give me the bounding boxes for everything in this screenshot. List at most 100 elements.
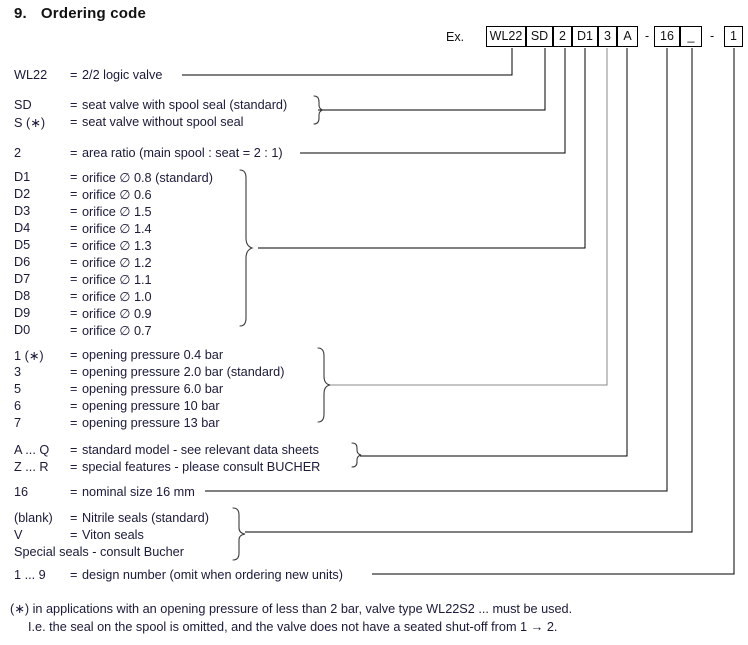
list-item: 3 = opening pressure 2.0 bar (standard) [14,365,284,435]
code-box-orifice[interactable]: D1 [572,26,598,47]
row-key: A ... Q [14,443,50,457]
row-value: Special seals - consult Bucher [14,545,184,559]
row-value: opening pressure 2.0 bar (standard) [82,365,285,379]
row-value: area ratio (main spool : seat = 2 : 1) [82,146,283,160]
list-item: A ... Q = standard model - see relevant … [14,443,319,513]
list-item: 2 = area ratio (main spool : seat = 2 : … [14,146,283,216]
row-eq: = [70,98,78,112]
code-box-area-ratio[interactable]: 2 [553,26,572,47]
row-eq: = [70,272,78,286]
row-value: standard model - see relevant data sheet… [82,443,319,457]
row-key: (blank) [14,511,53,525]
row-eq: = [70,187,78,201]
code-box-nominal-size[interactable]: 16 [654,26,680,47]
page-title: 9.Ordering code [14,5,146,22]
list-item: D0 = orifice ∅ 0.7 [14,323,152,393]
row-eq: = [70,238,78,252]
row-eq: = [70,443,78,457]
row-key: 5 [14,382,22,396]
code-box-seat-valve[interactable]: SD [526,26,553,47]
list-item: S (∗) = seat valve without spool seal [14,115,244,185]
row-value: orifice ∅ 1.1 [82,273,152,287]
row-eq: = [70,323,78,337]
list-item: 6 = opening pressure 10 bar [14,399,220,469]
list-item: SD = seat valve with spool seal (standar… [14,98,287,168]
row-eq: = [70,204,78,218]
code-box-seals[interactable]: _ [680,26,702,47]
footnote-line-1: (∗) in applications with an opening pres… [10,602,573,616]
row-key: D3 [14,204,31,218]
footnote-line-2: I.e. the seal on the spool is omitted, a… [28,620,558,634]
list-item: D5 = orifice ∅ 1.3 [14,238,152,308]
code-box-design-number[interactable]: 1 [724,26,743,47]
row-key: D6 [14,255,31,269]
row-eq: = [70,146,78,160]
row-key: 1 (∗) [14,349,44,363]
row-key: 3 [14,365,22,379]
list-item: 5 = opening pressure 6.0 bar [14,382,223,452]
row-value: orifice ∅ 1.3 [82,239,152,253]
row-value: seat valve without spool seal [82,115,244,129]
row-value: 2/2 logic valve [82,68,163,82]
row-eq: = [70,568,78,582]
row-value: design number (omit when ordering new un… [82,568,343,582]
row-value: orifice ∅ 1.4 [82,222,152,236]
row-eq: = [70,348,78,362]
section-number: 9. [14,5,27,22]
list-item: 1 (∗) = opening pressure 0.4 bar [14,348,223,418]
row-eq: = [70,416,78,430]
code-separator-2: - [710,29,715,43]
row-key: WL22 [14,68,48,82]
row-value: orifice ∅ 1.5 [82,205,152,219]
row-value: orifice ∅ 0.9 [82,307,152,321]
row-key: 2 [14,146,22,160]
row-eq: = [70,289,78,303]
row-value: nominal size 16 mm [82,485,195,499]
row-value: opening pressure 10 bar [82,399,220,413]
row-value: opening pressure 13 bar [82,416,220,430]
row-eq: = [70,255,78,269]
row-eq: = [70,170,78,184]
row-key: 16 [14,485,29,499]
row-key: SD [14,98,32,112]
row-eq: = [70,365,78,379]
list-item: D9 = orifice ∅ 0.9 [14,306,152,376]
row-value: opening pressure 6.0 bar [82,382,224,396]
row-value: orifice ∅ 0.8 (standard) [82,171,213,185]
row-key: D8 [14,289,31,303]
row-key: 1 ... 9 [14,568,46,582]
row-value: Viton seals [82,528,144,542]
code-box-model[interactable]: A [617,26,638,47]
row-key: D0 [14,323,31,337]
row-value: Nitrile seals (standard) [82,511,209,525]
row-eq: = [70,485,78,499]
row-eq: = [70,115,78,129]
list-item: (blank) = Nitrile seals (standard) [14,511,209,581]
row-eq: = [70,306,78,320]
row-key: 6 [14,399,22,413]
list-item: WL22 = 2/2 logic valve [14,68,162,138]
row-value: orifice ∅ 0.7 [82,324,152,338]
code-box-pressure[interactable]: 3 [598,26,617,47]
row-eq: = [70,68,78,82]
row-key: S (∗) [14,116,46,130]
code-separator-1: - [645,29,650,43]
list-item: 1 ... 9 = design number (omit when order… [14,568,343,638]
row-eq: = [70,511,78,525]
code-box-valve-type[interactable]: WL22 [486,26,526,47]
row-value: opening pressure 0.4 bar [82,348,224,362]
list-item: D8 = orifice ∅ 1.0 [14,289,152,359]
list-item: Special seals - consult Bucher [14,545,184,587]
row-value: orifice ∅ 1.2 [82,256,152,270]
list-item: D6 = orifice ∅ 1.2 [14,255,152,325]
row-value: seat valve with spool seal (standard) [82,98,288,112]
row-key: V [14,528,23,542]
list-item: D2 = orifice ∅ 0.6 [14,187,152,257]
row-value: orifice ∅ 1.0 [82,290,152,304]
row-key: D5 [14,238,31,252]
row-key: Z ... R [14,460,49,474]
row-key: D4 [14,221,31,235]
row-eq: = [70,528,78,542]
list-item: D1 = orifice ∅ 0.8 (standard) [14,170,213,240]
